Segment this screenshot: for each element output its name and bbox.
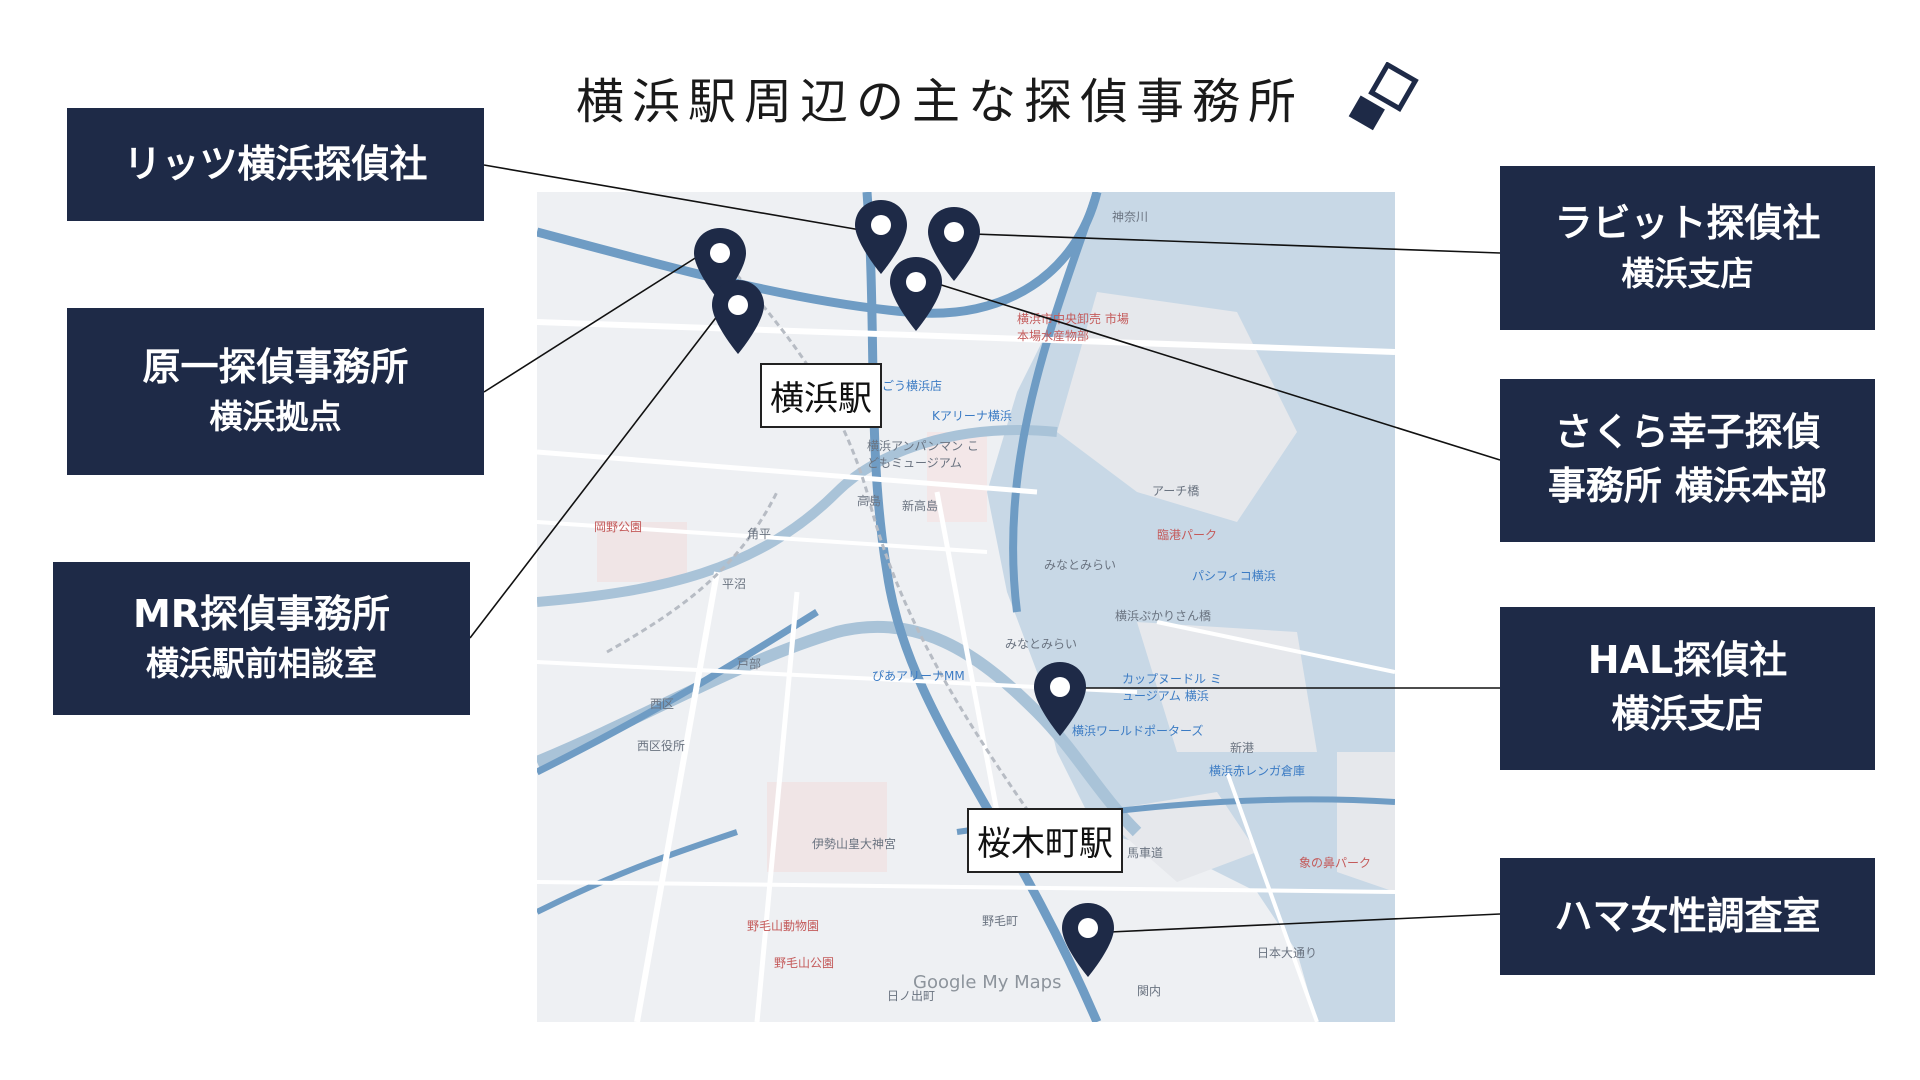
agency-name: MR探偵事務所 (132, 591, 391, 636)
map-label-world-porters: 横浜ワールドポーターズ (1072, 724, 1204, 738)
agency-branch: 横浜支店 (1611, 691, 1764, 736)
map-label-k-arena: Kアリーナ横浜 (932, 409, 1012, 423)
map-label-nishiku-office: 西区役所 (637, 739, 686, 753)
map-label-pacifico: パシフィコ横浜 (1192, 569, 1276, 583)
page-title: 横浜駅周辺の主な探偵事務所 (575, 74, 1304, 130)
map-label-minatomirai-station: みなとみらい (1005, 637, 1078, 651)
map-label-pukari: 横浜ぷかりさん橋 (1115, 609, 1212, 623)
google-attribution: Google My Maps (913, 972, 1062, 993)
map-label-sogo: そごう横浜店 (870, 379, 943, 393)
station-label-yokohama: 横浜駅 (760, 363, 882, 428)
map-label-nihon-odori: 日本大通り (1257, 946, 1318, 960)
map-label-market: 横浜市中央卸売 市場本場水産物部 (1017, 312, 1129, 343)
agency-name: 原一探偵事務所 (142, 344, 409, 389)
pin-ritz-icon[interactable] (855, 200, 907, 274)
agency-branch: 事務所 横浜本部 (1547, 463, 1828, 508)
map-area[interactable]: 神奈川 そごう横浜店 Kアリーナ横浜 横浜アンパンマン こどもミュージアム 横浜… (537, 192, 1395, 1022)
agency-box-mr[interactable]: MR探偵事務所 横浜駅前相談室 (53, 562, 470, 715)
map-label-minatomirai: みなとみらい (1044, 558, 1117, 572)
map-label-hiranuma: 平沼 (722, 577, 747, 591)
map-label-kannai: 関内 (1137, 984, 1162, 998)
map-label-cupnoodle: カップヌードル ミュージアム 横浜 (1122, 672, 1222, 703)
agency-box-rabbit[interactable]: ラビット探偵社 横浜支店 (1500, 166, 1875, 330)
agency-branch: 横浜拠点 (209, 397, 342, 437)
map-label-takashima: 高島 (857, 494, 882, 508)
map-label-nishiku: 西区 (650, 697, 675, 711)
agency-branch: 横浜支店 (1621, 253, 1754, 293)
map-label-kakudaira: 角平 (747, 527, 772, 541)
agency-name: さくら幸子探偵 (1554, 410, 1821, 455)
agency-box-haraichi[interactable]: 原一探偵事務所 横浜拠点 (67, 308, 484, 475)
map-label-rinko: 臨港パーク (1157, 528, 1218, 542)
map-label-iseyama: 伊勢山皇大神宮 (812, 837, 897, 851)
map-label-shinko: 新港 (1230, 741, 1255, 755)
map-label-tobe: 戸部 (737, 657, 762, 671)
agency-box-hal[interactable]: HAL探偵社 横浜支店 (1500, 607, 1875, 770)
map-label-zou-no-hana: 象の鼻パーク (1299, 856, 1372, 870)
agency-name: リッツ横浜探偵社 (123, 141, 428, 186)
agency-name: HAL探偵社 (1587, 638, 1788, 683)
map-label-nogeyama-zoo: 野毛山動物園 (747, 919, 820, 933)
map-label-shin-takashima: 新高島 (902, 499, 939, 513)
agency-box-sakura[interactable]: さくら幸子探偵 事務所 横浜本部 (1500, 379, 1875, 542)
agency-name: ラビット探偵社 (1554, 201, 1821, 246)
agency-branch: 横浜駅前相談室 (146, 644, 377, 684)
map-label-bashamichi: 馬車道 (1127, 846, 1164, 860)
map-label-okano-park: 岡野公園 (594, 520, 643, 534)
pin-rabbit-icon[interactable] (928, 207, 980, 281)
map-label-red-brick: 横浜赤レンガ倉庫 (1209, 764, 1306, 778)
map-label-pia-arena: ぴあアリーナMM (872, 669, 965, 683)
station-label-sakuragicho: 桜木町駅 (967, 808, 1123, 873)
map-label-kanagawa: 神奈川 (1112, 210, 1149, 224)
map-background (537, 192, 1395, 1022)
map-label-noge: 野毛町 (982, 914, 1019, 928)
agency-box-hama[interactable]: ハマ女性調査室 (1500, 858, 1875, 975)
pin-hama-icon[interactable] (1062, 903, 1114, 977)
map-label-nogeyama-park: 野毛山公園 (774, 956, 835, 970)
map-label-arch-bridge: アーチ橋 (1152, 484, 1200, 498)
pin-mr-icon[interactable] (712, 280, 764, 354)
map-label-hinodecho: 日ノ出町 (887, 989, 936, 1003)
brand-logo-icon (1348, 62, 1419, 131)
agency-name: ハマ女性調査室 (1554, 893, 1821, 938)
agency-box-ritz[interactable]: リッツ横浜探偵社 (67, 108, 484, 221)
pin-hal-icon[interactable] (1034, 662, 1086, 736)
map-label-anpanman: 横浜アンパンマン こどもミュージアム (867, 439, 979, 470)
pin-sakura-icon[interactable] (890, 257, 942, 331)
